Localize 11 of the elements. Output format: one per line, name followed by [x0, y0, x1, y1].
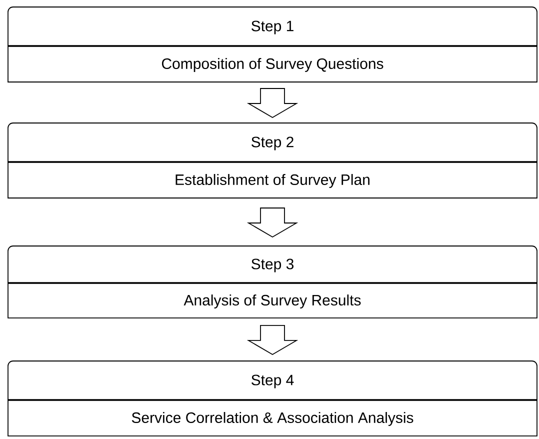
node-label: Step 1 — [251, 20, 294, 34]
arrow — [246, 325, 298, 355]
step-box: Step 4 Service Correlation & Association Analysis — [8, 360, 538, 436]
step-box: Step 3 Analysis of Survey Results — [8, 246, 538, 318]
node-label: Step 3 — [251, 258, 294, 272]
arrow — [246, 88, 298, 118]
node-label: Step 2 — [251, 136, 294, 150]
step-box: Step 2 Establishment of Survey Plan — [8, 122, 538, 198]
step-box: Step 1 Composition of Survey Questions — [8, 6, 538, 82]
node-label: Step 4 — [251, 374, 294, 388]
arrow — [246, 208, 298, 238]
